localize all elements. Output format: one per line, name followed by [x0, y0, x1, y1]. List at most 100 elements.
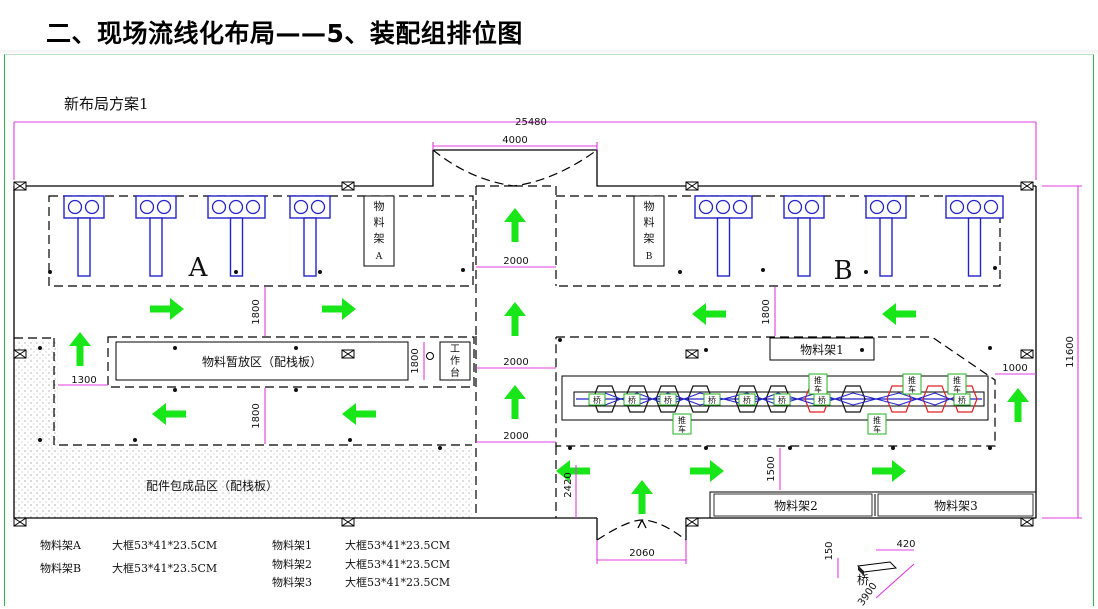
dim-door-bottom: 2060	[629, 548, 654, 559]
column-marker-3	[685, 181, 699, 191]
flow-arrow-13	[556, 460, 590, 482]
bridge-8: 桥	[953, 393, 971, 406]
dim-total-width: 25480	[515, 117, 547, 128]
dim-aisle-upper: 2000	[503, 256, 528, 267]
dim-right-gap: 1000	[1002, 363, 1027, 374]
svg-text:桥: 桥	[628, 395, 636, 405]
staging-label: 物料暂放区（配栈板）	[202, 354, 322, 369]
svg-text:A: A	[375, 252, 383, 262]
dim-row-gap-upper: 1800	[251, 299, 262, 324]
column-marker-4	[1020, 181, 1034, 191]
assembly-line: 桥桥桥桥桥桥桥桥	[561, 375, 989, 421]
line-cell-1	[592, 385, 618, 413]
svg-text:工: 工	[450, 344, 460, 355]
bridge-4: 桥	[703, 393, 721, 406]
floor-point-5	[678, 270, 682, 274]
svg-text:推: 推	[953, 375, 961, 385]
zone-a-letter: A	[188, 253, 209, 283]
line-cell-9	[886, 385, 912, 413]
svg-text:架: 架	[644, 232, 655, 245]
floor-point-26	[988, 446, 992, 450]
cart-5: 推车	[867, 413, 887, 435]
column-marker-9	[13, 517, 27, 527]
column-marker-6	[341, 349, 355, 359]
station-b4	[945, 195, 1004, 277]
flow-arrow-6	[631, 480, 653, 514]
station-a4	[289, 195, 331, 277]
floor-point-10	[294, 346, 298, 350]
legend-spec-1: 大框53*41*23.5CM	[345, 538, 450, 552]
workbench-label: 工 作 台	[450, 344, 460, 379]
legend-spec-2: 大框53*41*23.5CM	[345, 557, 450, 571]
rack-2-label: 物料架2	[774, 499, 818, 513]
flow-arrow-14	[690, 460, 724, 482]
floor-point-12	[294, 388, 298, 392]
svg-text:物: 物	[644, 199, 655, 213]
svg-text:料: 料	[374, 215, 385, 229]
rack-a-label: 物 料 架 A	[374, 199, 385, 262]
bridge-1: 桥	[588, 393, 606, 406]
rack-1-label: 物料架1	[800, 343, 844, 357]
legend-spec-a: 大框53*41*23.5CM	[112, 538, 217, 552]
bridge-detail: 420 150 桥 3900	[824, 539, 916, 608]
station-b3	[865, 195, 907, 277]
svg-text:料: 料	[644, 215, 655, 229]
floor-point-22	[568, 446, 572, 450]
bridge-3: 桥	[659, 393, 677, 406]
finished-area-label: 配件包成品区（配栈板）	[146, 478, 278, 493]
floor-point-23	[704, 446, 708, 450]
dim-bench-height: 1800	[410, 348, 421, 373]
flow-arrow-7	[150, 298, 184, 320]
slide-title: 二、现场流线化布局——5、装配组排位图	[46, 19, 523, 48]
svg-text:桥: 桥	[958, 395, 966, 405]
floor-point-7	[864, 270, 868, 274]
floor-point-11	[173, 388, 177, 392]
legend-spec-3: 大框53*41*23.5CM	[345, 575, 450, 589]
station-b2	[783, 195, 825, 277]
legend-name-b: 物料架B	[40, 561, 81, 575]
floor-point-20	[860, 348, 864, 352]
svg-text:推: 推	[873, 415, 881, 425]
svg-text:车: 车	[873, 424, 881, 434]
dim-row-gap-lower: 1800	[251, 403, 262, 428]
flow-arrow-12	[342, 403, 376, 425]
bridge-6: 桥	[773, 393, 791, 406]
svg-text:推: 推	[678, 415, 686, 425]
rack-b-label: 物 料 架 B	[644, 199, 655, 262]
station-a1	[63, 195, 105, 277]
floor-point-16	[348, 438, 352, 442]
svg-text:物: 物	[374, 199, 385, 213]
title-rule	[0, 50, 1098, 56]
floor-point-8	[993, 266, 997, 270]
svg-text:B: B	[646, 252, 653, 262]
bridge-2: 桥	[623, 393, 641, 406]
floor-point-15	[133, 438, 137, 442]
svg-text:架: 架	[374, 232, 385, 245]
svg-text:桥: 桥	[818, 395, 826, 405]
floor-points	[38, 266, 997, 450]
dim-row-gap-b: 1800	[761, 299, 772, 324]
svg-text:推: 推	[908, 375, 916, 385]
column-marker-10	[341, 517, 355, 527]
dim-bridge-w: 420	[896, 539, 915, 550]
rack-b	[633, 195, 665, 267]
svg-text:车: 车	[678, 424, 686, 434]
svg-text:桥: 桥	[664, 395, 672, 405]
cart-3: 推车	[947, 373, 967, 395]
svg-text:台: 台	[450, 366, 460, 379]
floor-point-21	[988, 346, 992, 350]
rack-a	[363, 195, 395, 267]
legend-name-1: 物料架1	[272, 538, 312, 552]
bridge-detail-label: 桥	[857, 573, 869, 587]
flow-arrow-8	[322, 298, 356, 320]
flow-arrow-10	[882, 303, 916, 325]
svg-text:作: 作	[450, 355, 460, 367]
line-cell-2	[624, 385, 650, 413]
legend-name-2: 物料架2	[272, 557, 312, 571]
bridge-7: 桥	[813, 393, 831, 406]
dim-2420: 2420	[563, 472, 574, 497]
legend: 物料架A 大框53*41*23.5CM 物料架B 大框53*41*23.5CM …	[40, 538, 450, 589]
svg-text:桥: 桥	[593, 395, 601, 405]
flow-arrow-9	[692, 303, 726, 325]
floor-point-17	[438, 446, 442, 450]
